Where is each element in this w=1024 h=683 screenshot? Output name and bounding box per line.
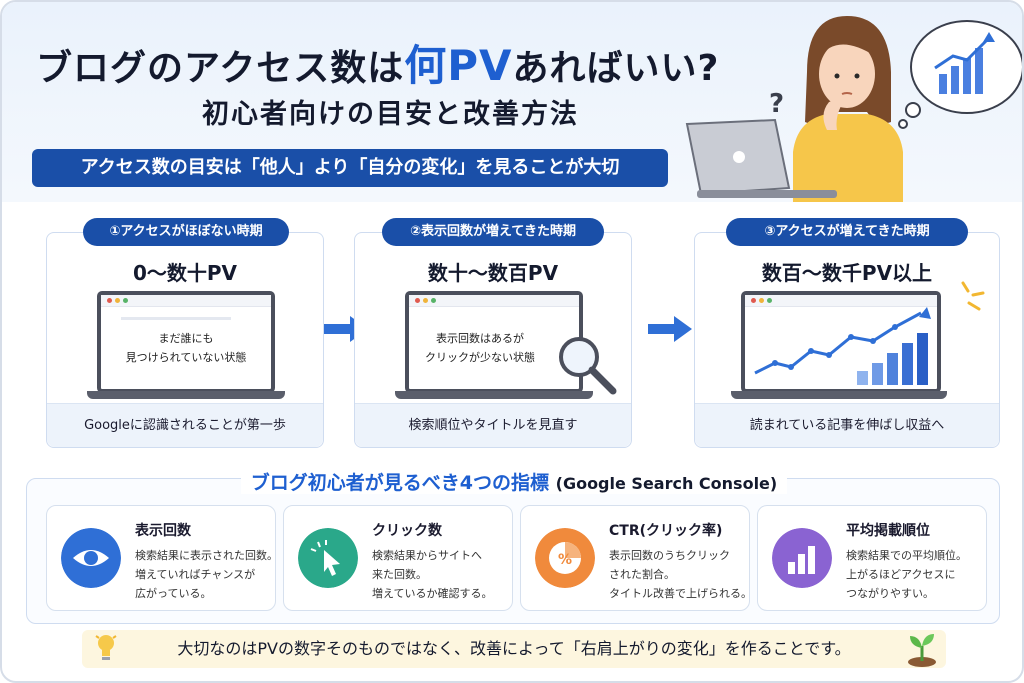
lightbulb-icon <box>95 635 117 660</box>
key-message-banner: アクセス数の目安は「他人」より「自分の変化」を見ることが大切 <box>32 149 668 187</box>
stage-footer: 検索順位やタイトルを見直す <box>355 403 631 447</box>
metric-name: 平均掲載順位 <box>846 523 930 539</box>
stage-card-2: 数十〜数百PV 表示回数はあるが クリックが少ない状態 検索順位やタイトルを見直… <box>354 232 632 448</box>
metric-name: クリック数 <box>372 523 442 539</box>
laptop-screen: まだ誰にも 見つけられていない状態 <box>97 291 275 393</box>
metric-desc-line: タイトル改善で上げられる。 <box>609 587 752 600</box>
metrics-title: ブログ初心者が見るべき4つの指標 (Google Search Console) <box>2 468 1022 495</box>
bottom-note: 大切なのはPVの数字そのものではなく、改善によって「右肩上がりの変化」を作ること… <box>82 630 946 668</box>
metric-desc-line: 表示回数のうちクリック <box>609 549 730 562</box>
screen-line: まだ誰にも <box>158 332 214 345</box>
metric-desc-line: 増えているか確認する。 <box>372 587 493 600</box>
magnifier-icon <box>559 337 617 395</box>
laptop-icon <box>685 118 837 198</box>
title-prefix: ブログのアクセス数は <box>36 48 405 89</box>
screen-message: 表示回数はあるが クリックが少ない状態 <box>395 329 565 367</box>
metric-desc-line: 広がっている。 <box>135 587 212 600</box>
page-title: ブログのアクセス数は何PVあればいい? <box>36 32 719 93</box>
eye-icon <box>61 528 121 588</box>
metric-name: 表示回数 <box>135 523 191 539</box>
stage-footer: Googleに認識されることが第一歩 <box>47 403 323 447</box>
metric-desc-line: 検索結果での平均順位。 <box>846 549 967 562</box>
metric-desc-line: 検索結果に表示された回数。 <box>135 549 278 562</box>
title-suffix: あればいい? <box>512 48 720 89</box>
metric-desc-line: 上がるほどアクセスに <box>846 568 956 581</box>
metric-description: 検索結果に表示された回数。 増えていればチャンスが 広がっている。 <box>135 546 278 603</box>
sparkle-icon <box>961 281 985 311</box>
stage-footer: 読まれている記事を伸ばし収益へ <box>695 403 999 447</box>
screen-line: 見つけられていない状態 <box>125 351 247 364</box>
screen-line: クリックが少ない状態 <box>425 351 535 364</box>
question-mark-icon: ? <box>769 89 784 119</box>
metric-description: 表示回数のうちクリック された割合。 タイトル改善で上げられる。 <box>609 546 752 603</box>
metric-card-impressions: 表示回数 検索結果に表示された回数。 増えていればチャンスが 広がっている。 <box>46 505 278 611</box>
metric-desc-line: 検索結果からサイトへ <box>372 549 482 562</box>
metric-desc-line: つながりやすい。 <box>846 587 934 600</box>
metric-description: 検索結果からサイトへ 来た回数。 増えているか確認する。 <box>372 546 492 603</box>
bar-chart-icon <box>772 528 832 588</box>
metric-desc-line: された割合。 <box>609 568 675 581</box>
stage-pv-range: 0〜数十PV <box>132 261 238 285</box>
page-subtitle: 初心者向けの目安と改善方法 <box>202 99 579 130</box>
metric-card-clicks: クリック数 検索結果からサイトへ 来た回数。 増えているか確認する。 <box>283 505 513 611</box>
title-highlight: 何PV <box>404 41 513 90</box>
woman-laptop-illustration: ? <box>685 16 1022 202</box>
metric-desc-line: 増えていればチャンスが <box>135 568 256 581</box>
screen-message: まだ誰にも 見つけられていない状態 <box>101 329 271 367</box>
stage-card-1: 0〜数十PV まだ誰にも 見つけられていない状態 Googleに認識されることが… <box>46 232 324 448</box>
stage-pv-range: 数百〜数千PV以上 <box>761 261 933 285</box>
growth-chart-icon <box>754 307 931 385</box>
metric-description: 検索結果での平均順位。 上がるほどアクセスに つながりやすい。 <box>846 546 967 603</box>
stage-label-pill: ③アクセスが増えてきた時期 <box>726 218 968 246</box>
cursor-click-icon <box>298 528 358 588</box>
thought-bubble-icon <box>898 20 1022 129</box>
stage-pv-range: 数十〜数百PV <box>427 261 559 285</box>
svg-text:%: % <box>558 552 572 568</box>
metric-card-avg-position: 平均掲載順位 検索結果での平均順位。 上がるほどアクセスに つながりやすい。 <box>757 505 987 611</box>
stage-label-pill: ①アクセスがほぼない時期 <box>83 218 289 246</box>
sprout-icon <box>908 634 936 667</box>
metric-card-ctr: % CTR(クリック率) 表示回数のうちクリック された割合。 タイトル改善で上… <box>520 505 752 611</box>
stage-label-pill: ②表示回数が増えてきた時期 <box>382 218 604 246</box>
percent-pie-icon: % <box>535 528 595 588</box>
metric-desc-line: 来た回数。 <box>372 568 427 581</box>
screen-line: 表示回数はあるが <box>436 332 524 345</box>
stage-card-3: 数百〜数千PV以上 <box>694 232 1000 448</box>
arrow-right-icon <box>648 316 692 342</box>
laptop-screen <box>741 291 941 393</box>
metrics-title-text: ブログ初心者が見るべき4つの指標 <box>250 472 549 494</box>
metrics-title-source: (Google Search Console) <box>555 474 778 493</box>
laptop-icon: まだ誰にも 見つけられていない状態 <box>87 291 285 403</box>
laptop-icon <box>731 291 947 403</box>
metric-name: CTR(クリック率) <box>609 523 723 539</box>
